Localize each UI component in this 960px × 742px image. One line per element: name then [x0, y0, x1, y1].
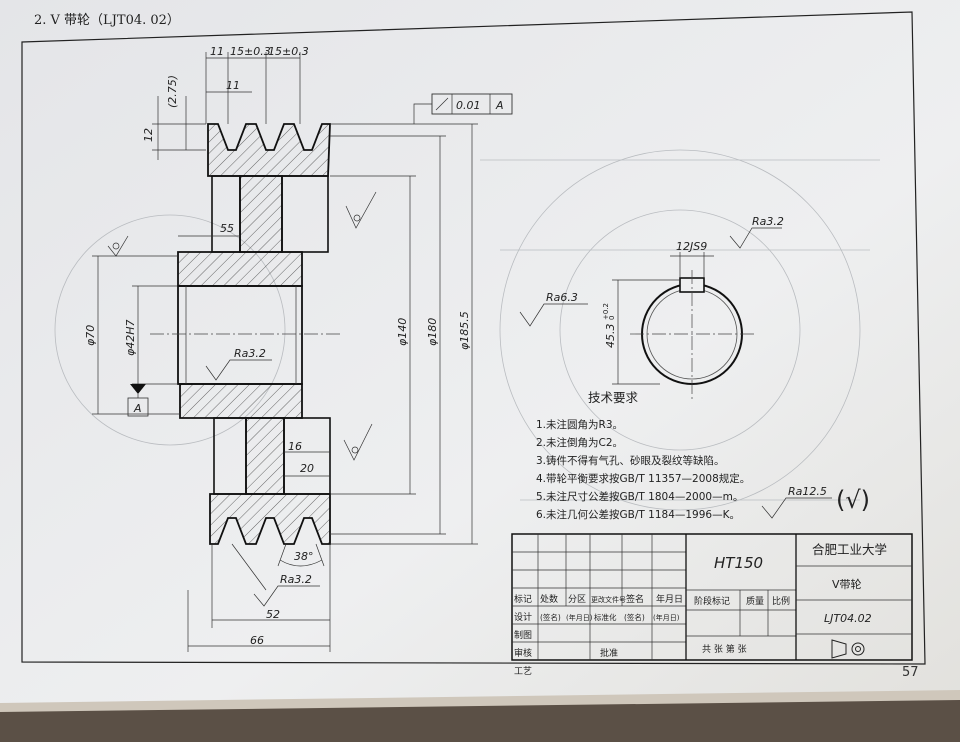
roughness-symbol	[729, 227, 782, 249]
bore	[177, 285, 303, 385]
dim-top-15: 15±0.3	[230, 45, 271, 58]
key-width: 12JS9	[676, 240, 707, 253]
page-header-title: 2. V 带轮（LJT04. 02）	[34, 13, 180, 28]
tb-r1-5: 年月日	[656, 593, 683, 605]
tb-r2-2: (年月日)	[566, 613, 593, 622]
tech-item-6: 6.未注几何公差按GB/T 1184—1996—K。	[536, 508, 740, 521]
roughness-symbol	[519, 303, 588, 327]
dim-20: 20	[300, 462, 314, 475]
projection-symbol-icon	[831, 639, 865, 659]
dim-16: 16	[288, 440, 302, 453]
key-tol-upper: +0.2	[602, 303, 610, 320]
tech-item-1: 1.未注圆角为R3。	[536, 418, 623, 431]
tb-sheets: 共 张 第 张	[702, 643, 747, 655]
tb-label-2: 工艺	[514, 666, 532, 677]
dimension-lines	[92, 52, 478, 652]
tb-part-name: V带轮	[832, 577, 862, 591]
ra63: Ra6.3	[546, 291, 578, 304]
tb-r1-0: 标记	[514, 593, 532, 605]
tb-r2-4: (签名)	[624, 612, 645, 622]
dim-phi70: φ70	[84, 325, 97, 346]
roughness-symbols: Ra3.2 Ra3.2 Ra3.2 Ra6.3 Ra12.5 (√)	[107, 191, 870, 607]
drawing-frame	[21, 11, 926, 665]
tb-scale: 比例	[772, 595, 790, 607]
page-edge	[0, 690, 960, 712]
dim-38: 38°	[294, 550, 314, 563]
technical-requirements: 技术要求 1.未注圆角为R3。 2.未注倒角为C2。 3.铸件不得有气孔、砂眼及…	[536, 390, 750, 521]
ra32-bore: Ra3.2	[234, 347, 266, 360]
dim-phi42: φ42H7	[124, 319, 137, 356]
datum-label: A	[133, 402, 142, 415]
roughness-symbol	[107, 235, 129, 257]
tb-r1-2: 分区	[568, 594, 586, 605]
page-number: 57	[902, 665, 919, 680]
datum-marker: A	[127, 384, 149, 417]
roughness-symbol	[253, 585, 320, 607]
tolerance-frame: 0.01 A	[413, 93, 513, 124]
tech-title: 技术要求	[588, 390, 639, 405]
bottom-rim	[209, 493, 331, 545]
key-depth: 45.3	[604, 324, 617, 349]
dim-66: 66	[250, 634, 264, 647]
tb-label-0: 制图	[514, 629, 532, 641]
tb-approve: 批准	[600, 647, 618, 659]
roughness-symbol	[761, 497, 832, 519]
tb-stage: 阶段标记	[694, 595, 730, 607]
tol-value: 0.01	[456, 99, 481, 112]
dim-phi140: φ140	[396, 318, 409, 346]
dim-275: (2.75)	[166, 75, 179, 108]
ra-check: (√)	[836, 486, 870, 514]
top-rim	[207, 123, 331, 177]
hub-upper	[177, 251, 303, 287]
roughness-symbol	[343, 423, 373, 461]
dim-phi1855: φ185.5	[458, 311, 471, 350]
tb-label-1: 审核	[514, 647, 532, 659]
tech-item-2: 2.未注倒角为C2。	[536, 436, 623, 449]
dim-55: 55	[220, 222, 234, 235]
tb-mass: 质量	[746, 595, 764, 607]
ra125: Ra12.5	[788, 485, 827, 498]
roughness-symbol	[345, 191, 377, 229]
dim-top-15b: 15±0.3	[268, 45, 309, 58]
ra32-key: Ra3.2	[752, 215, 784, 228]
tb-drawing-no: LJT04.02	[824, 612, 872, 625]
tech-item-5: 5.未注尺寸公差按GB/T 1804—2000—m。	[536, 490, 743, 503]
pulley-section	[150, 123, 340, 545]
tb-r1-4: 签名	[626, 593, 644, 605]
tb-school: 合肥工业大学	[812, 542, 887, 557]
tol-datum: A	[495, 99, 504, 112]
bleed-through-lines	[54, 149, 880, 511]
tech-item-3: 3.铸件不得有气孔、砂眼及裂纹等缺陷。	[536, 454, 725, 467]
dim-52: 52	[266, 608, 280, 621]
tb-r2-0: 设计	[514, 611, 532, 623]
tb-r1-1: 处数	[540, 593, 558, 605]
roughness-symbol	[205, 359, 272, 381]
hub-lower	[179, 383, 303, 419]
web-upper	[239, 175, 283, 253]
tb-r1-3: 更改文件号	[591, 595, 626, 604]
ra32-bottom: Ra3.2	[280, 573, 312, 586]
key-section-view: 12JS9 45.3 +0.2 0	[602, 240, 756, 400]
dim-inner-11: 11	[226, 79, 240, 92]
web-lower	[245, 417, 285, 495]
tb-material: HT150	[714, 554, 763, 572]
tb-r2-5: (年月日)	[653, 613, 680, 622]
key-tol-lower: 0	[608, 316, 616, 320]
tb-r2-1: (签名)	[540, 612, 561, 622]
tb-r2-3: 标准化	[594, 612, 617, 622]
dim-phi180: φ180	[426, 318, 439, 346]
dim-12: 12	[142, 128, 155, 142]
dim-top-11: 11	[210, 45, 224, 58]
dimension-texts: 11 15±0.3 15±0.3 11 (2.75) 12 55 φ70 φ42…	[84, 45, 471, 647]
tech-item-4: 4.带轮平衡要求按GB/T 11357—2008规定。	[536, 472, 750, 485]
title-block: HT150 合肥工业大学 V带轮 LJT04.02 标记 处数 分区 更改文件号…	[511, 533, 913, 677]
